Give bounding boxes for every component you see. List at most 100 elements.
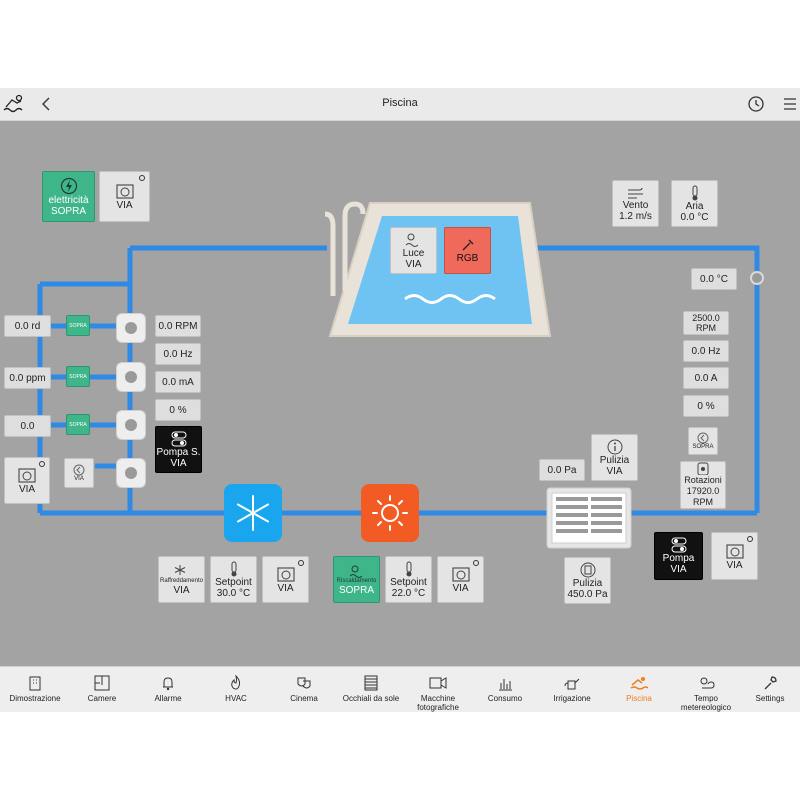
heating-state: SOPRA xyxy=(338,584,374,596)
valve-2[interactable] xyxy=(116,362,146,392)
top-bar: Piscina xyxy=(0,88,800,121)
nav-label: Tempo metereologico xyxy=(680,694,732,712)
nav-irrigazione[interactable]: Irrigazione xyxy=(538,667,606,713)
left-sound-toggle[interactable]: VIA xyxy=(64,458,94,488)
electricity-button[interactable]: elettricità SOPRA xyxy=(42,171,95,222)
filter-clean-pressure[interactable]: Pulizia 450.0 Pa xyxy=(564,557,611,604)
nav-allarme[interactable]: Allarme xyxy=(134,667,202,713)
rgb-label: RGB xyxy=(456,253,479,264)
snowflake-small-icon xyxy=(174,564,185,575)
left-toggle-ppm[interactable]: SOPRA xyxy=(66,366,90,387)
cooling-state: VIA xyxy=(173,584,190,596)
bar-chart-icon xyxy=(499,679,512,691)
nav-macchine-fotografiche[interactable]: Macchine fotografiche xyxy=(404,667,472,713)
pump-label: Pompa xyxy=(662,553,695,564)
calendar-clock-icon xyxy=(451,567,470,582)
left-timer-button[interactable]: VIA xyxy=(4,457,50,504)
nav-occhiali-da-sole[interactable]: Occhiali da sole xyxy=(338,667,404,713)
thermometer-icon xyxy=(692,185,697,200)
nav-label: Irrigazione xyxy=(553,694,591,703)
rgb-button[interactable]: RGB xyxy=(444,227,491,274)
nav-consumo[interactable]: Consumo xyxy=(472,667,538,713)
pump-s-percent: 0 % xyxy=(155,399,201,421)
left-sound-toggle-label: VIA xyxy=(74,475,84,482)
valve-4[interactable] xyxy=(116,458,146,488)
left-toggle-rd[interactable]: SOPRA xyxy=(66,315,90,336)
pump-timer-button[interactable]: VIA xyxy=(711,532,758,580)
cooling-unit[interactable] xyxy=(224,484,282,542)
nav-tempo-metereologico[interactable]: Tempo metereologico xyxy=(672,667,740,713)
nav-cinema[interactable]: Cinema xyxy=(270,667,338,713)
pump-state: VIA xyxy=(670,564,687,575)
filter-grid-icon xyxy=(546,487,632,549)
bottom-nav: Dimostrazione Camere Allarme HVAC Cinema… xyxy=(0,666,800,712)
pump-s-button[interactable]: Pompa S. VIA xyxy=(155,426,202,473)
sun-icon xyxy=(372,495,408,531)
cooling-setpoint-value: 30.0 °C xyxy=(216,587,251,599)
back-chevron-icon[interactable] xyxy=(40,96,54,112)
pump-button[interactable]: Pompa VIA xyxy=(654,532,703,580)
right-sound-toggle[interactable]: SOPRA xyxy=(688,427,718,455)
bell-icon xyxy=(163,677,173,691)
rotations-value: 17920.0 RPM xyxy=(686,486,720,507)
watering-can-icon xyxy=(564,678,580,690)
left-toggle-value[interactable]: SOPRA xyxy=(66,414,90,435)
right-percent: 0 % xyxy=(683,395,729,417)
heating-unit[interactable] xyxy=(361,484,419,542)
valve-1[interactable] xyxy=(116,313,146,343)
heating-timer-button[interactable]: VIA xyxy=(437,556,484,603)
cooling-label: Raffreddamento xyxy=(160,577,203,584)
pool-ladder-2 xyxy=(324,211,336,296)
nav-piscina[interactable]: Piscina xyxy=(606,667,672,713)
heating-timer-label: VIA xyxy=(452,583,469,594)
menu-icon[interactable] xyxy=(783,97,797,111)
left-toggle-value-label: SOPRA xyxy=(69,421,87,428)
nav-label: Dimostrazione xyxy=(9,694,61,703)
eyedropper-icon xyxy=(462,239,473,251)
valve-3[interactable] xyxy=(116,410,146,440)
pool-wave xyxy=(404,294,496,304)
filter-clean-button[interactable]: Pulizia VIA xyxy=(591,434,638,481)
pool-light-button[interactable]: Luce VIA xyxy=(390,227,437,274)
pump-s-label: Pompa S. xyxy=(156,446,201,458)
nav-hvac[interactable]: HVAC xyxy=(202,667,270,713)
calendar-clock-icon xyxy=(276,567,295,582)
left-toggle-rd-label: SOPRA xyxy=(69,322,87,329)
rotations-label: Rotazioni xyxy=(684,475,722,485)
cooling-setpoint[interactable]: Setpoint 30.0 °C xyxy=(210,556,257,603)
filter-pressure: 0.0 Pa xyxy=(539,459,585,481)
toggle-icon xyxy=(671,537,686,553)
nav-dimostrazione[interactable]: Dimostrazione xyxy=(0,667,70,713)
snowflake-icon xyxy=(237,495,269,531)
air-sensor[interactable]: Aria 0.0 °C xyxy=(671,180,718,227)
theater-masks-icon xyxy=(297,677,311,689)
filter-clean-state: VIA xyxy=(606,465,623,477)
pool-light-state: VIA xyxy=(405,258,422,270)
right-sound-toggle-label: SOPRA xyxy=(692,443,714,450)
heating-setpoint[interactable]: Setpoint 22.0 °C xyxy=(385,556,432,603)
left-timer-label: VIA xyxy=(18,484,36,495)
rotations-sensor[interactable]: Rotazioni 17920.0 RPM xyxy=(680,461,726,509)
wind-sensor[interactable]: Vento 1.2 m/s xyxy=(612,180,659,227)
history-clock-icon[interactable] xyxy=(747,95,765,113)
camera-icon xyxy=(429,677,447,689)
heater-icon xyxy=(349,565,362,578)
nav-settings[interactable]: Settings xyxy=(740,667,800,713)
nav-label: Cinema xyxy=(290,694,318,703)
nav-camere[interactable]: Camere xyxy=(70,667,134,713)
nav-label: Allarme xyxy=(154,694,182,703)
heating-setpoint-label: Setpoint xyxy=(390,576,427,588)
power-timer-button[interactable]: VIA xyxy=(99,171,150,222)
cooling-button[interactable]: Raffreddamento VIA xyxy=(158,556,205,603)
nav-label: Camere xyxy=(87,694,117,703)
filter-clean-pressure-value: 450.0 Pa xyxy=(567,588,608,600)
info-icon xyxy=(607,439,622,454)
nav-label: Piscina xyxy=(626,694,652,703)
calendar-clock-icon xyxy=(18,468,36,483)
weather-icon xyxy=(700,677,715,689)
cooling-timer-button[interactable]: VIA xyxy=(262,556,309,603)
heating-button[interactable]: Riscaldamento SOPRA xyxy=(333,556,380,603)
left-input-ppm: 0.0 ppm xyxy=(4,367,51,389)
calendar-clock-icon xyxy=(115,184,134,199)
pump-timer-label: VIA xyxy=(726,559,743,571)
